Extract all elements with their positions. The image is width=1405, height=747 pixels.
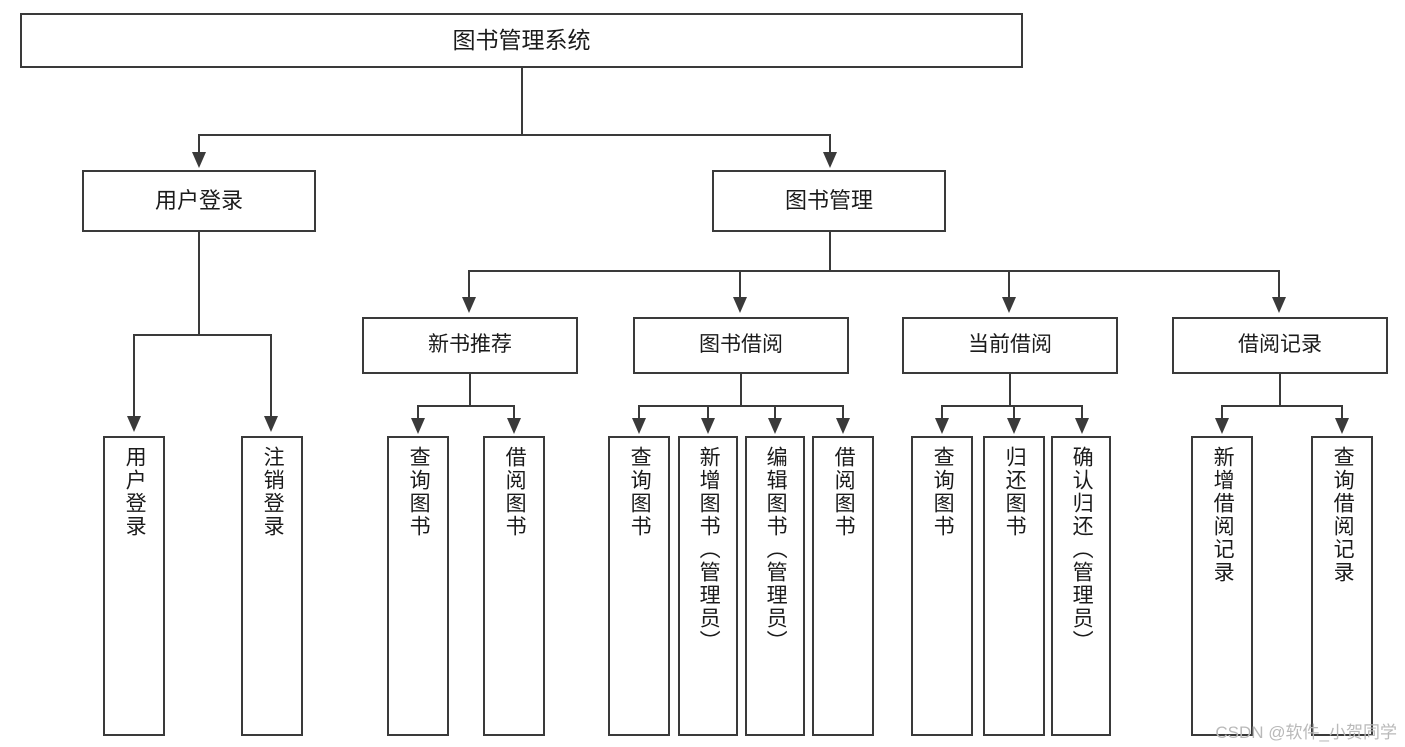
connector-drop-borrow-record: [1278, 270, 1280, 299]
arrowhead-leaf-return-book: [1007, 418, 1021, 434]
connector-current-borrow-stem: [1009, 374, 1011, 407]
leaf-node[interactable]: 注销登录: [241, 436, 303, 736]
connector-borrow-record-bus: [1221, 405, 1341, 407]
leaf-node[interactable]: 查询借阅记录: [1311, 436, 1373, 736]
node-book-borrowing[interactable]: 图书借阅: [633, 317, 849, 374]
connector-drop-leaf-logout: [270, 334, 272, 418]
connector-drop-leaf-query-record: [1341, 405, 1343, 420]
watermark: CSDN @软件_小贺同学: [1215, 723, 1397, 742]
connector-drop-user-login: [198, 134, 200, 154]
node-label: 当前借阅: [968, 333, 1052, 357]
leaf-node[interactable]: 新增图书（管理员）: [678, 436, 738, 736]
arrowhead-leaf-query-book-2: [632, 418, 646, 434]
arrowhead-leaf-logout: [264, 416, 278, 432]
connector-borrow-record-stem: [1279, 374, 1281, 407]
arrowhead-leaf-borrow-book-2: [836, 418, 850, 434]
leaf-node-label: 查询图书: [931, 446, 955, 538]
leaf-node[interactable]: 查询图书: [608, 436, 670, 736]
leaf-node[interactable]: 查询图书: [387, 436, 449, 736]
leaf-node[interactable]: 查询图书: [911, 436, 973, 736]
arrowhead-book-borrow: [733, 297, 747, 313]
node-label: 图书管理系统: [452, 27, 591, 54]
leaf-node-label: 用户登录: [123, 446, 147, 538]
node-root-system[interactable]: 图书管理系统: [20, 13, 1023, 68]
leaf-node[interactable]: 新增借阅记录: [1191, 436, 1253, 736]
connector-drop-leaf-add-book: [707, 405, 709, 420]
leaf-node-label: 借阅图书: [503, 446, 527, 538]
connector-drop-leaf-add-record: [1221, 405, 1223, 420]
arrowhead-leaf-borrow-book-1: [507, 418, 521, 434]
node-label: 图书管理: [784, 188, 873, 214]
leaf-node-label: 查询图书: [628, 446, 652, 538]
connector-root-stem: [521, 68, 523, 135]
arrowhead-leaf-confirm-return: [1075, 418, 1089, 434]
node-label: 新书推荐: [428, 333, 512, 357]
node-book-management[interactable]: 图书管理: [712, 170, 946, 232]
node-label: 借阅记录: [1238, 333, 1322, 357]
arrowhead-leaf-add-record: [1215, 418, 1229, 434]
connector-drop-leaf-user-login: [133, 334, 135, 418]
leaf-node-label: 注销登录: [261, 446, 285, 538]
connector-level3-bus: [468, 270, 1280, 272]
leaf-node-label: 新增图书（管理员）: [697, 446, 721, 653]
connector-user-login-bus: [133, 334, 272, 336]
connector-book-management-stem: [829, 232, 831, 272]
arrowhead-leaf-add-book: [701, 418, 715, 434]
arrowhead-user-login: [192, 152, 206, 168]
connector-drop-leaf-borrow-book-2: [842, 405, 844, 420]
arrowhead-leaf-query-record: [1335, 418, 1349, 434]
leaf-node[interactable]: 借阅图书: [483, 436, 545, 736]
connector-drop-leaf-return-book: [1013, 405, 1015, 420]
leaf-node-label: 编辑图书（管理员）: [764, 446, 788, 653]
connector-drop-leaf-edit-book: [774, 405, 776, 420]
leaf-node[interactable]: 确认归还（管理员）: [1051, 436, 1111, 736]
connector-user-login-stem: [198, 232, 200, 336]
leaf-node-label: 新增借阅记录: [1211, 446, 1235, 584]
arrowhead-leaf-edit-book: [768, 418, 782, 434]
node-new-book-recommendation[interactable]: 新书推荐: [362, 317, 578, 374]
leaf-node-label: 确认归还（管理员）: [1070, 446, 1094, 653]
connector-drop-leaf-query-book-2: [638, 405, 640, 420]
connector-book-borrow-stem: [740, 374, 742, 407]
connector-drop-leaf-borrow-book-1: [513, 405, 515, 420]
leaf-node[interactable]: 借阅图书: [812, 436, 874, 736]
arrowhead-leaf-query-book-3: [935, 418, 949, 434]
leaf-node-label: 归还图书: [1003, 446, 1027, 538]
connector-book-borrow-bus: [638, 405, 844, 407]
leaf-node[interactable]: 编辑图书（管理员）: [745, 436, 805, 736]
node-label: 用户登录: [154, 188, 243, 214]
leaf-node-label: 查询借阅记录: [1331, 446, 1355, 584]
connector-new-book-rec-bus: [417, 405, 514, 407]
connector-current-borrow-bus: [941, 405, 1081, 407]
connector-drop-book-management: [829, 134, 831, 154]
connector-drop-leaf-confirm-return: [1081, 405, 1083, 420]
arrowhead-leaf-query-book-1: [411, 418, 425, 434]
node-borrowing-record[interactable]: 借阅记录: [1172, 317, 1388, 374]
leaf-node-label: 借阅图书: [832, 446, 856, 538]
arrowhead-leaf-user-login: [127, 416, 141, 432]
connector-drop-current-borrow: [1008, 270, 1010, 299]
leaf-node-label: 查询图书: [407, 446, 431, 538]
leaf-node[interactable]: 归还图书: [983, 436, 1045, 736]
connector-new-book-rec-stem: [469, 374, 471, 407]
node-user-login[interactable]: 用户登录: [82, 170, 316, 232]
connector-drop-new-book-rec: [468, 270, 470, 299]
leaf-node[interactable]: 用户登录: [103, 436, 165, 736]
arrowhead-borrow-record: [1272, 297, 1286, 313]
node-current-borrowing[interactable]: 当前借阅: [902, 317, 1118, 374]
node-label: 图书借阅: [699, 333, 783, 357]
arrowhead-new-book-rec: [462, 297, 476, 313]
connector-level2-bus: [198, 134, 831, 136]
connector-drop-book-borrow: [739, 270, 741, 299]
connector-drop-leaf-query-book-3: [941, 405, 943, 420]
connector-drop-leaf-query-book-1: [417, 405, 419, 420]
arrowhead-book-management: [823, 152, 837, 168]
arrowhead-current-borrow: [1002, 297, 1016, 313]
